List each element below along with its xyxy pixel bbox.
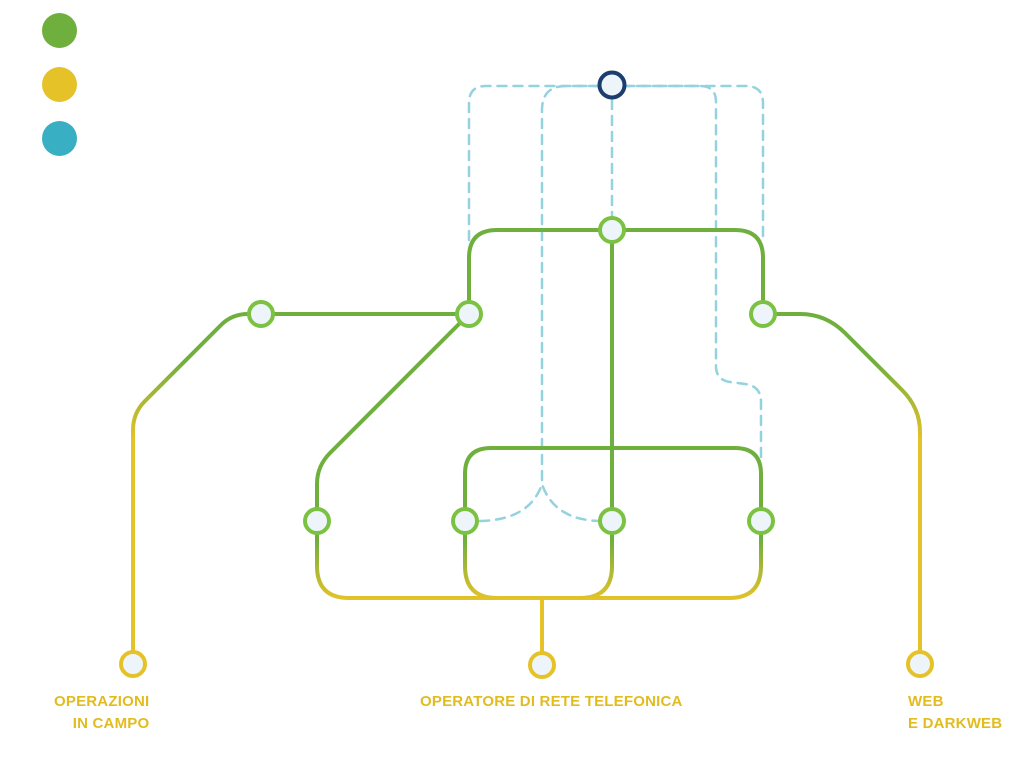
label-operatore-di-rete: OPERATORE DI RETE TELEFONICA bbox=[420, 691, 683, 713]
route-inner-box bbox=[463, 446, 763, 523]
station-node-icon bbox=[303, 507, 331, 535]
label-left-line1: OPERAZIONI bbox=[54, 693, 150, 710]
station-node-icon bbox=[598, 216, 626, 244]
terminal-node-icon bbox=[906, 650, 934, 678]
label-operazioni-in-campo: OPERAZIONI IN CAMPO bbox=[54, 691, 149, 735]
station-node-icon bbox=[247, 300, 275, 328]
legend-dot-yellow bbox=[42, 67, 77, 102]
label-left-line2: IN CAMPO bbox=[72, 715, 150, 732]
root-node-icon bbox=[597, 70, 627, 100]
station-node-icon bbox=[747, 507, 775, 535]
legend-dot-teal bbox=[42, 121, 77, 156]
station-node-icon bbox=[749, 300, 777, 328]
dashed-route-fork bbox=[478, 480, 602, 523]
station-node-icon bbox=[598, 507, 626, 535]
label-right-line1: WEB bbox=[908, 693, 944, 710]
route-bottom-loop bbox=[315, 519, 763, 600]
label-right-line2: E DARKWEB bbox=[908, 715, 1003, 732]
terminal-node-icon bbox=[119, 650, 147, 678]
station-node-icon bbox=[455, 300, 483, 328]
solid-routes bbox=[131, 228, 922, 654]
route-left bbox=[131, 312, 471, 652]
route-inner-loop bbox=[463, 519, 614, 600]
route-diagonal bbox=[315, 312, 471, 523]
route-right bbox=[761, 312, 922, 652]
dashed-route-inner bbox=[540, 84, 763, 482]
terminal-node-icon bbox=[528, 651, 556, 679]
legend-dot-green bbox=[42, 13, 77, 48]
label-web-darkweb: WEB E DARKWEB bbox=[908, 691, 1002, 735]
dashed-routes bbox=[467, 84, 765, 523]
label-center-line1: OPERATORE DI RETE TELEFONICA bbox=[420, 693, 683, 710]
nodes bbox=[119, 70, 934, 679]
station-node-icon bbox=[451, 507, 479, 535]
